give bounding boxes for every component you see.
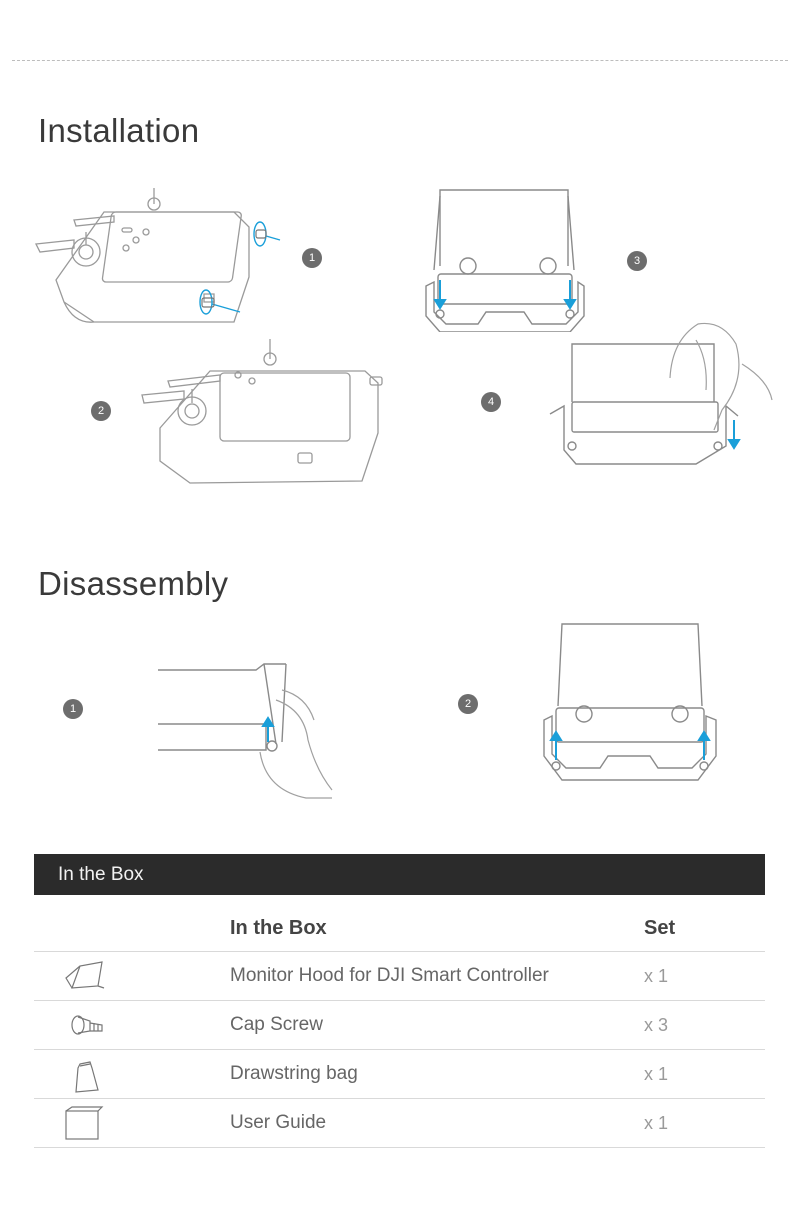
drawstring-bag-icon bbox=[58, 1056, 118, 1094]
table-header-row: In the Box Set bbox=[34, 905, 765, 952]
monitor-hood-icon bbox=[58, 958, 118, 996]
in-the-box-header: In the Box bbox=[34, 854, 765, 895]
column-header-set: Set bbox=[644, 916, 676, 939]
disassembly-step2-illustration bbox=[540, 620, 720, 790]
cap-screw-icon bbox=[58, 1007, 118, 1045]
disassembly-title: Disassembly bbox=[38, 565, 229, 602]
item-name: Cap Screw bbox=[230, 1014, 323, 1035]
item-qty: x 1 bbox=[644, 1112, 669, 1133]
item-name: Drawstring bag bbox=[230, 1063, 358, 1084]
in-the-box-table: In the Box Set Monitor Hood for DJI Smar… bbox=[34, 905, 765, 1148]
install-step-badge-4: 4 bbox=[481, 392, 501, 412]
item-name: Monitor Hood for DJI Smart Controller bbox=[230, 965, 549, 986]
disassembly-step1-illustration bbox=[156, 660, 336, 800]
dashed-divider bbox=[12, 60, 788, 61]
table-row: Cap Screw x 3 bbox=[34, 1001, 765, 1050]
table-row: Monitor Hood for DJI Smart Controller x … bbox=[34, 952, 765, 1001]
install-step4-illustration bbox=[546, 320, 782, 470]
installation-title: Installation bbox=[38, 112, 200, 149]
item-qty: x 1 bbox=[644, 965, 669, 986]
install-step-badge-2: 2 bbox=[91, 401, 111, 421]
table-row: User Guide x 1 bbox=[34, 1099, 765, 1148]
install-step3-illustration bbox=[420, 186, 590, 332]
install-step2-illustration bbox=[140, 333, 390, 495]
user-guide-icon bbox=[58, 1105, 118, 1143]
item-qty: x 1 bbox=[644, 1063, 669, 1084]
column-header-item: In the Box bbox=[230, 916, 327, 939]
install-step1-illustration bbox=[34, 182, 284, 332]
install-step-badge-3: 3 bbox=[627, 251, 647, 271]
item-qty: x 3 bbox=[644, 1014, 669, 1035]
item-name: User Guide bbox=[230, 1112, 327, 1133]
install-step-badge-1: 1 bbox=[302, 248, 322, 268]
table-row: Drawstring bag x 1 bbox=[34, 1050, 765, 1099]
disassembly-step-badge-2: 2 bbox=[458, 694, 478, 714]
disassembly-step-badge-1: 1 bbox=[63, 699, 83, 719]
